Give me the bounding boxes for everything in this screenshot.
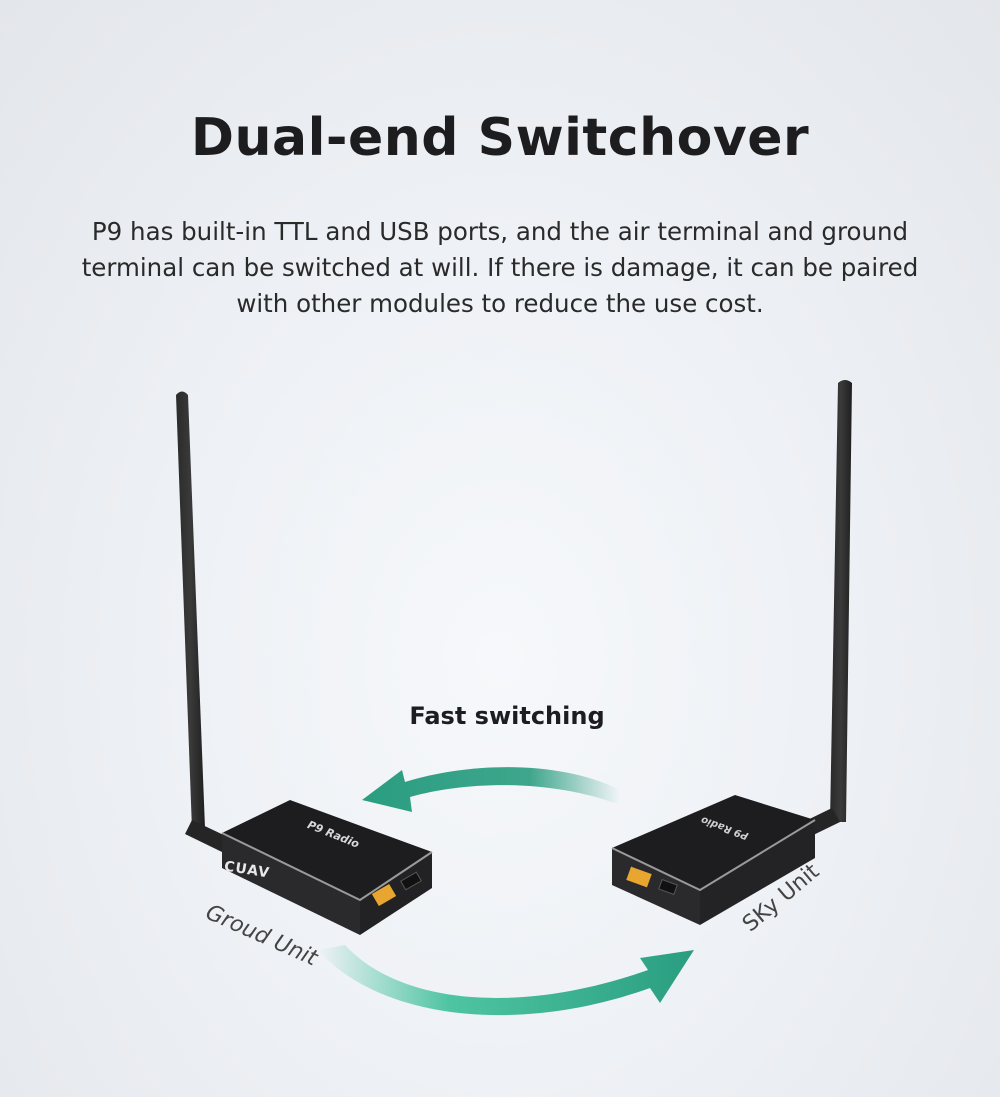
arrow-left-icon: [362, 767, 620, 812]
description-text: P9 has built-in TTL and USB ports, and t…: [81, 217, 919, 318]
right-antenna: [795, 380, 852, 840]
fast-switching-caption: Fast switching: [409, 702, 605, 730]
page-title: Dual-end Switchover: [190, 108, 810, 168]
ground-unit-device: [221, 800, 433, 935]
arrow-right-icon: [318, 945, 694, 1016]
left-antenna: [176, 391, 230, 852]
sky-unit-device: [611, 795, 816, 925]
